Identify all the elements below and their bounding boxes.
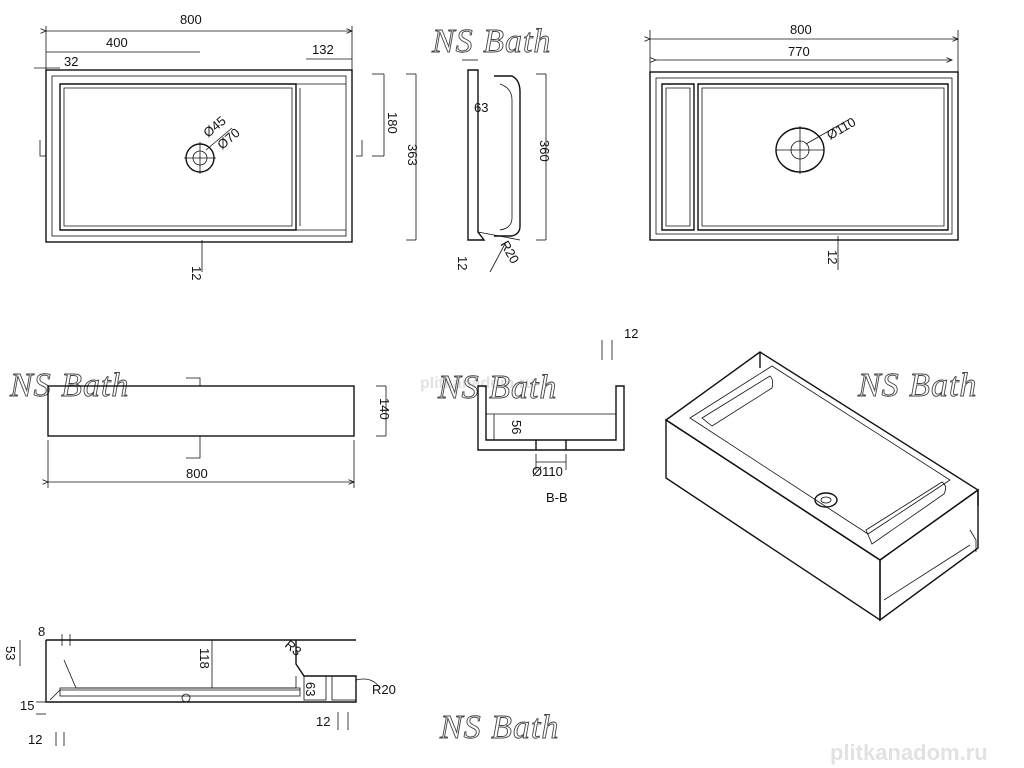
section-mark: B-B bbox=[546, 490, 568, 505]
watermark-bottom: plitkanadom.ru bbox=[830, 740, 988, 765]
dim-front-width: 800 bbox=[186, 466, 208, 481]
dim-depth: 118 bbox=[197, 648, 212, 669]
dim-shelf-width: 132 bbox=[312, 42, 334, 57]
dim-height-total: 363 bbox=[405, 144, 420, 166]
logo-right: NS Bath bbox=[857, 367, 977, 404]
dim-foot-right: 12 bbox=[316, 714, 330, 729]
dim-radius2: R20 bbox=[372, 682, 396, 697]
dim-cross-drain: Ø110 bbox=[532, 464, 563, 479]
front-view: 800 140 bbox=[48, 377, 392, 488]
dim-side-height: 360 bbox=[537, 140, 552, 162]
top-view-right: 800 770 Ø110 12 bbox=[650, 22, 958, 270]
watermark-text-bottom: plitkanadom.ru bbox=[830, 740, 988, 765]
dim-height-half: 180 bbox=[385, 112, 400, 134]
dim-side-bottom: 12 bbox=[455, 256, 470, 270]
dim-half-width: 400 bbox=[106, 35, 128, 50]
dim-foot-left: 12 bbox=[28, 732, 42, 747]
watermark-top: plitkanadom.ru bbox=[420, 375, 535, 392]
dim-right-overall-width: 800 bbox=[790, 22, 812, 37]
long-section: 8 53 118 R3 63 R20 15 12 12 bbox=[3, 624, 396, 747]
dim-base: 15 bbox=[20, 698, 34, 713]
side-view: 63 360 R20 12 bbox=[455, 59, 552, 273]
dim-right-drain: Ø110 bbox=[824, 114, 858, 142]
dim-side-inner: 63 bbox=[474, 100, 488, 115]
dim-wall: 8 bbox=[38, 624, 45, 639]
dim-cross-top: 12 bbox=[624, 326, 638, 341]
isometric-view bbox=[664, 351, 980, 622]
dim-offset-left: 32 bbox=[64, 54, 78, 69]
dim-overall-width: 800 bbox=[180, 12, 202, 27]
dim-bottom-left: 12 bbox=[189, 266, 204, 280]
logo-bottom: NS Bath bbox=[439, 709, 559, 746]
dim-front-height: 140 bbox=[377, 398, 392, 420]
logo-center: NS Bath bbox=[437, 369, 557, 406]
dim-right-inner-width: 770 bbox=[788, 44, 810, 59]
cross-section: 12 56 Ø110 B-B bbox=[477, 326, 638, 505]
dim-right-bottom: 12 bbox=[825, 250, 840, 264]
dim-side: 63 bbox=[303, 682, 318, 696]
dim-cross-height: 56 bbox=[509, 420, 524, 434]
watermark-text-top: plitkanadom.ru bbox=[420, 375, 535, 392]
logo-top-center: NS Bath bbox=[431, 23, 551, 60]
top-view-left: 800 400 132 32 Ø45 Ø70 180 363 12 bbox=[34, 12, 420, 280]
dim-side-radius: R20 bbox=[497, 238, 522, 266]
dim-rim: 53 bbox=[3, 646, 18, 660]
